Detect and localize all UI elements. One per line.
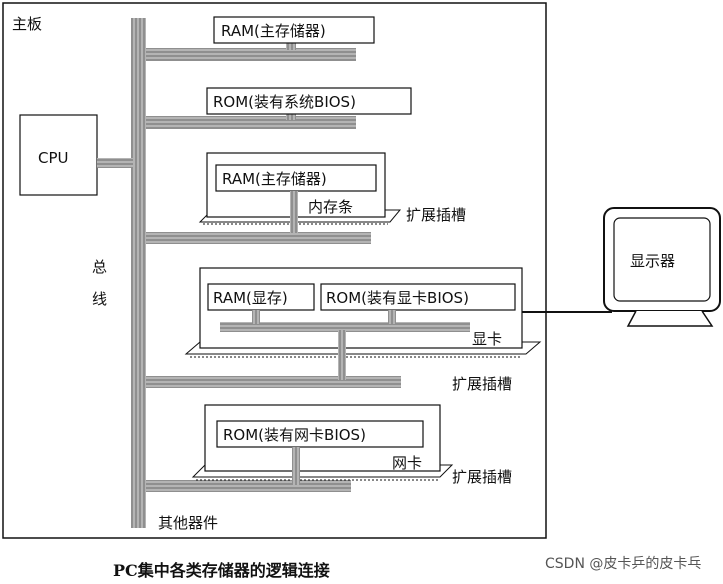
- graphics-vram-label: RAM(显存): [213, 289, 288, 307]
- graphics-slot-bus-link: [146, 376, 401, 388]
- memory-internal-bus: [290, 191, 298, 233]
- cpu-bus-link: [97, 158, 133, 168]
- ram-main-bus-stub: [286, 40, 296, 50]
- memory-slot-bus-link: [146, 232, 371, 244]
- ram-main-label: RAM(主存储器): [221, 22, 326, 40]
- network-rom-box: [216, 420, 424, 448]
- ram-main-bus-link: [146, 48, 356, 61]
- graphics-internal-bus-rom: [388, 310, 396, 324]
- graphics-internal-bus-v: [338, 330, 346, 380]
- network-slot-label: 扩展插槽: [452, 468, 512, 486]
- memory-ram-label: RAM(主存储器): [222, 170, 327, 188]
- bus-label-line2: 线: [92, 290, 107, 308]
- memory-card-label: 内存条: [308, 198, 353, 216]
- rom-bios-bus-stub: [286, 110, 296, 120]
- monitor-label: 显示器: [630, 252, 675, 270]
- figure-caption: PC集中各类存储器的逻辑连接: [113, 561, 330, 580]
- graphics-vram-box: [207, 283, 315, 311]
- network-slot-bus-link: [146, 480, 351, 492]
- graphics-rom-box: [320, 283, 516, 311]
- graphics-rom-label: ROM(装有显卡BIOS): [326, 289, 469, 307]
- graphics-internal-bus-h: [220, 322, 470, 332]
- system-bus: [131, 18, 146, 528]
- other-devices-label: 其他器件: [158, 514, 218, 532]
- cpu-label: CPU: [38, 149, 69, 167]
- network-card-label: 网卡: [392, 454, 422, 472]
- rom-bios-bus-link: [146, 116, 356, 129]
- graphics-internal-bus-vram: [252, 310, 260, 324]
- ram-main-box: [213, 16, 375, 44]
- rom-bios-box: [206, 87, 412, 115]
- monitor-screen-inner: [613, 217, 711, 302]
- memory-ram-box: [215, 164, 377, 192]
- network-rom-label: ROM(装有网卡BIOS): [223, 426, 366, 444]
- motherboard-label: 主板: [12, 15, 42, 33]
- memory-slot-label: 扩展插槽: [406, 206, 466, 224]
- rom-bios-label: ROM(装有系统BIOS): [213, 93, 356, 111]
- watermark: CSDN @皮卡乒的皮卡乓: [545, 556, 701, 572]
- graphics-slot-label: 扩展插槽: [452, 375, 512, 393]
- network-internal-bus: [292, 447, 300, 485]
- graphics-card-label: 显卡: [472, 330, 502, 348]
- cpu-box: [19, 114, 98, 196]
- monitor-stand: [626, 310, 714, 327]
- bus-label-line1: 总: [92, 258, 107, 276]
